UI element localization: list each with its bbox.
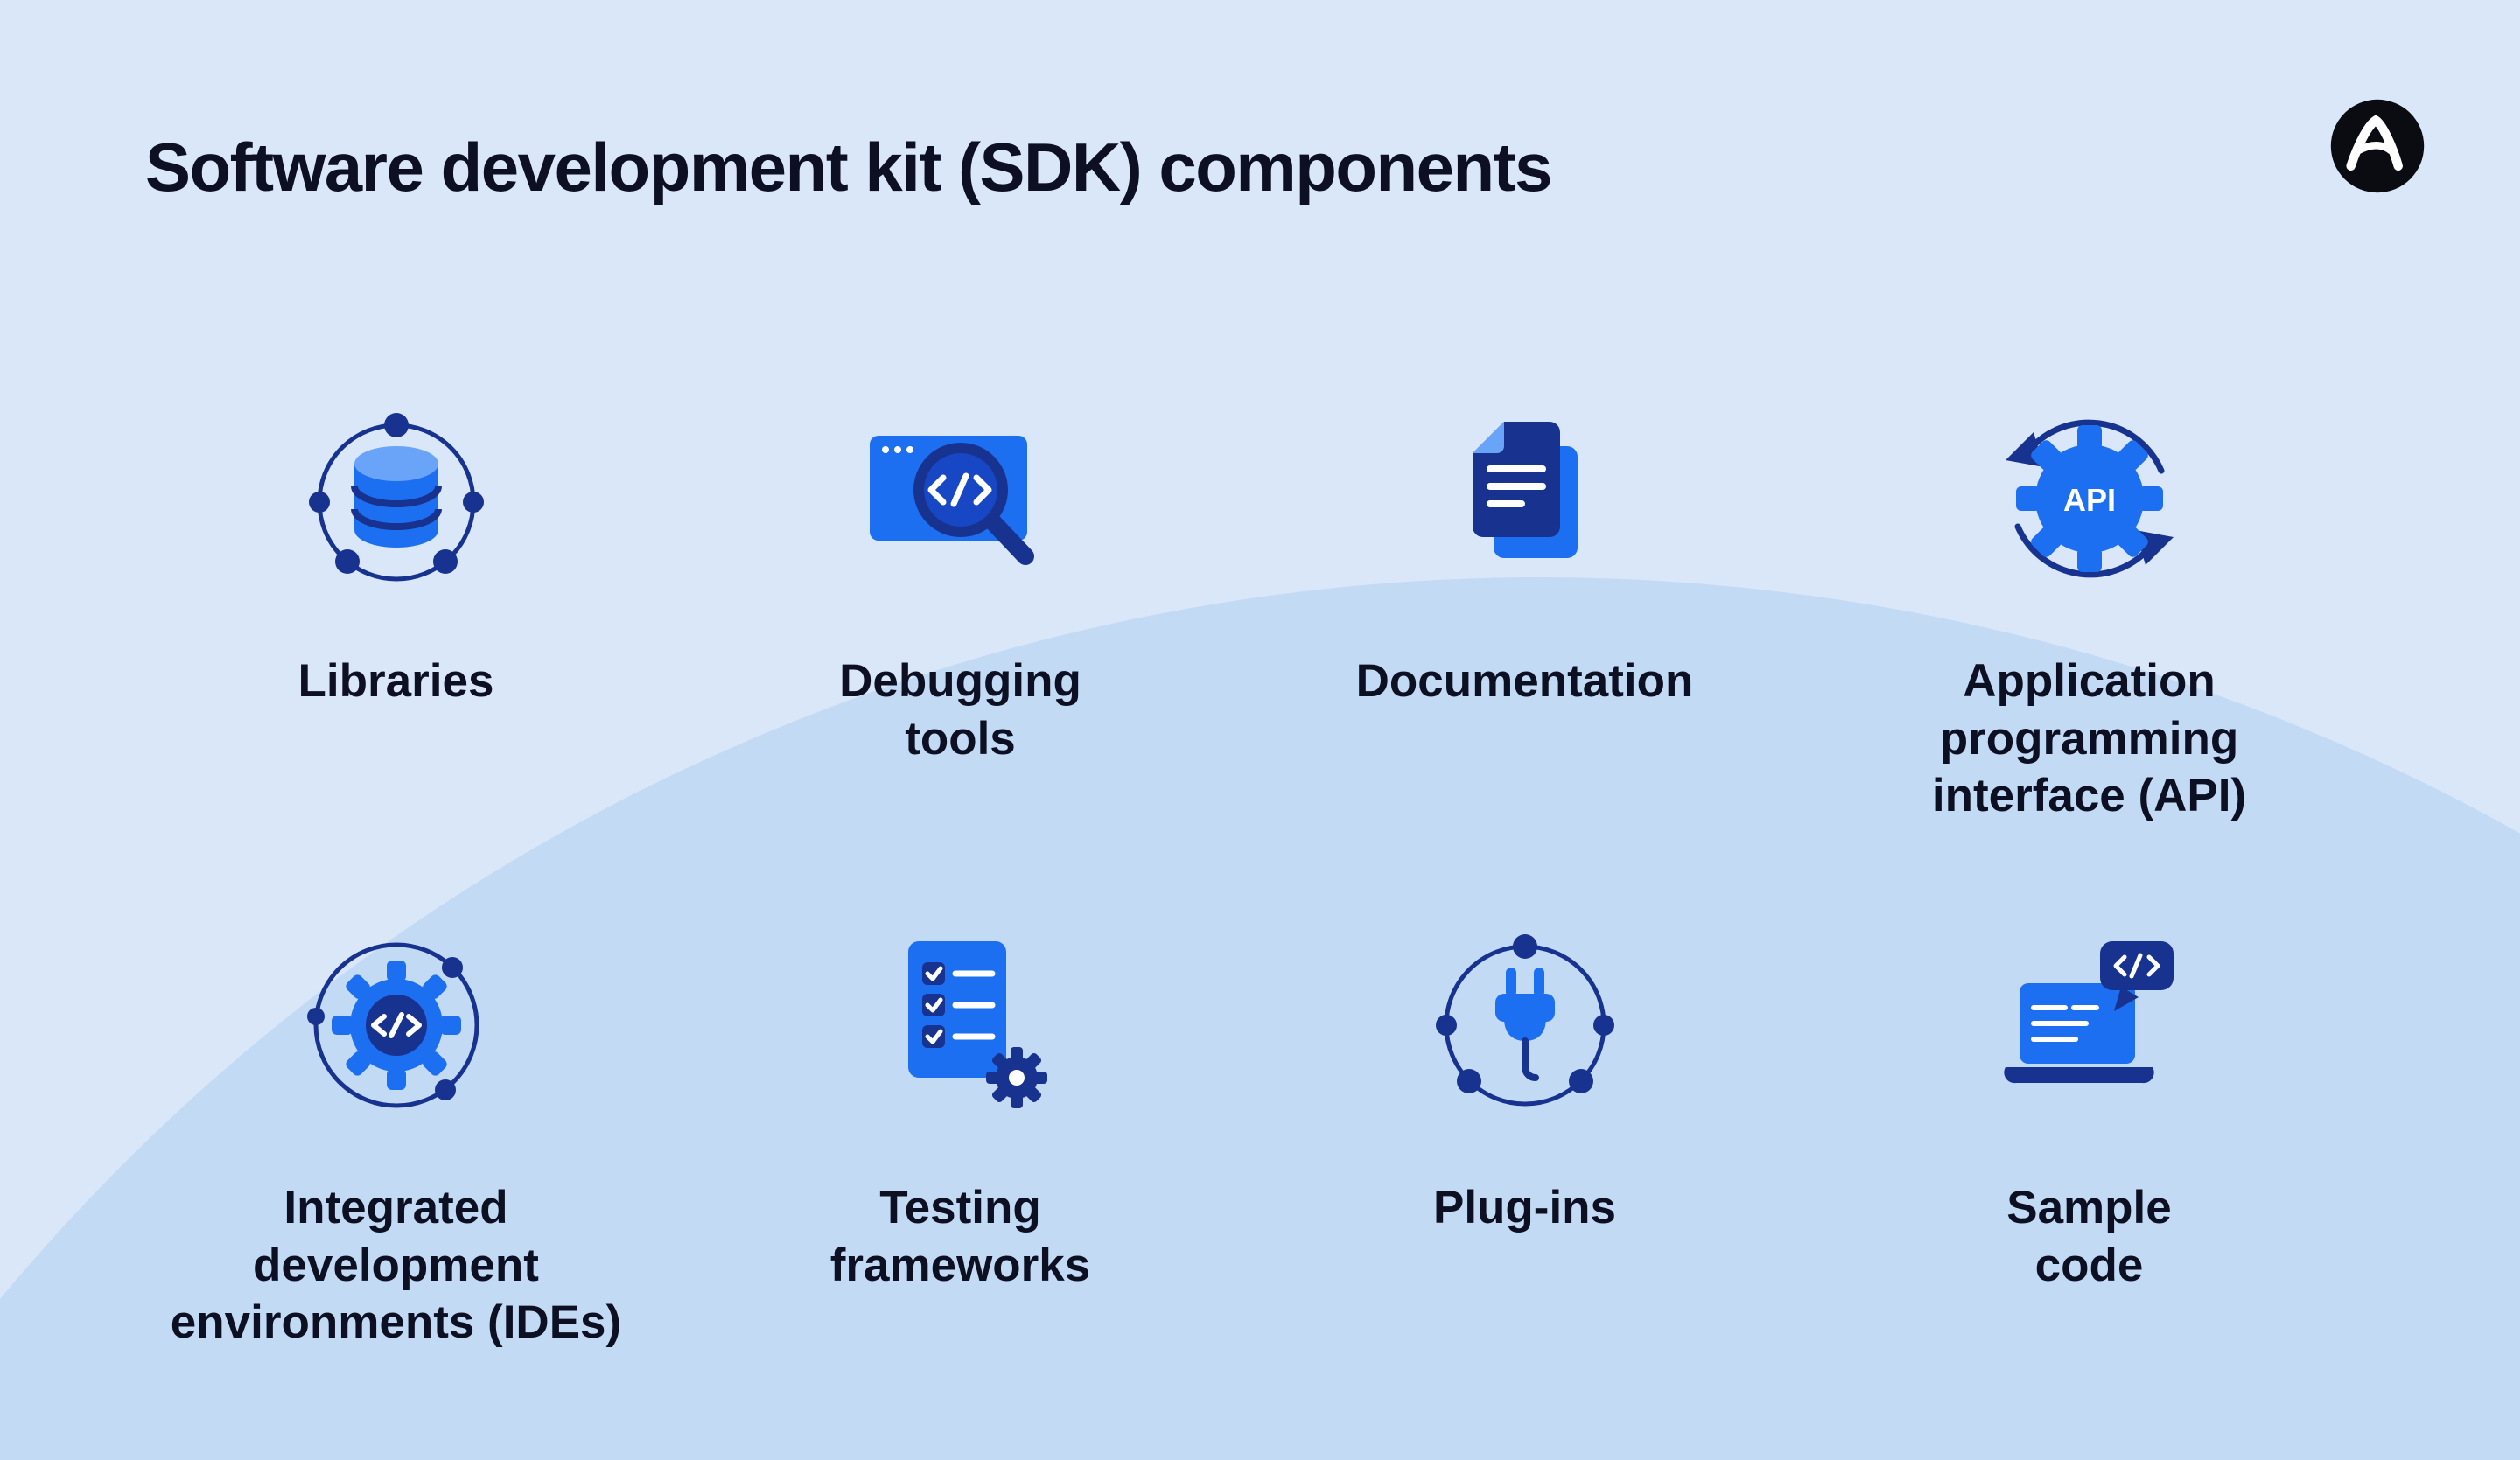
- brand-logo: [2328, 96, 2427, 196]
- stacked-documents-icon: [1420, 394, 1630, 604]
- api-icon-text: API: [2062, 482, 2115, 518]
- component-label: Integrated development environments (IDE…: [170, 1182, 622, 1349]
- component-card-sample-code: Sample code: [1807, 920, 2371, 1352]
- page-title: Software development kit (SDK) component…: [145, 129, 1553, 206]
- component-label: Plug-ins: [1432, 1182, 1617, 1233]
- api-gear-cycle-icon: API: [1984, 394, 2194, 604]
- component-card-debugging-tools: Debugging tools: [678, 394, 1242, 825]
- component-label: Debugging tools: [839, 655, 1082, 765]
- component-label: Libraries: [298, 655, 494, 707]
- component-label: Testing frameworks: [830, 1182, 1091, 1291]
- component-card-documentation: Documentation: [1242, 394, 1807, 825]
- component-card-testing-frameworks: Testing frameworks: [678, 920, 1242, 1352]
- database-orbit-icon: [291, 394, 501, 604]
- checklist-gear-icon: [856, 920, 1066, 1130]
- window-magnifier-code-icon: [856, 394, 1066, 604]
- components-row-top: Libraries Debugging tools: [114, 394, 2371, 825]
- components-row-bottom: Integrated development environments (IDE…: [114, 920, 2371, 1352]
- component-label: Application programming interface (API): [1931, 655, 2247, 822]
- component-card-api: API Application programming interface (A…: [1807, 394, 2371, 825]
- gear-code-orbit-icon: [291, 920, 501, 1130]
- component-card-plug-ins: Plug-ins: [1242, 920, 1807, 1352]
- component-label: Sample code: [2006, 1182, 2172, 1291]
- laptop-code-bubble-icon: [1984, 920, 2194, 1130]
- component-card-libraries: Libraries: [114, 394, 678, 825]
- component-card-ides: Integrated development environments (IDE…: [114, 920, 678, 1352]
- brand-logo-icon: [2330, 99, 2425, 193]
- plug-orbit-icon: [1420, 920, 1630, 1130]
- component-label: Documentation: [1355, 655, 1694, 707]
